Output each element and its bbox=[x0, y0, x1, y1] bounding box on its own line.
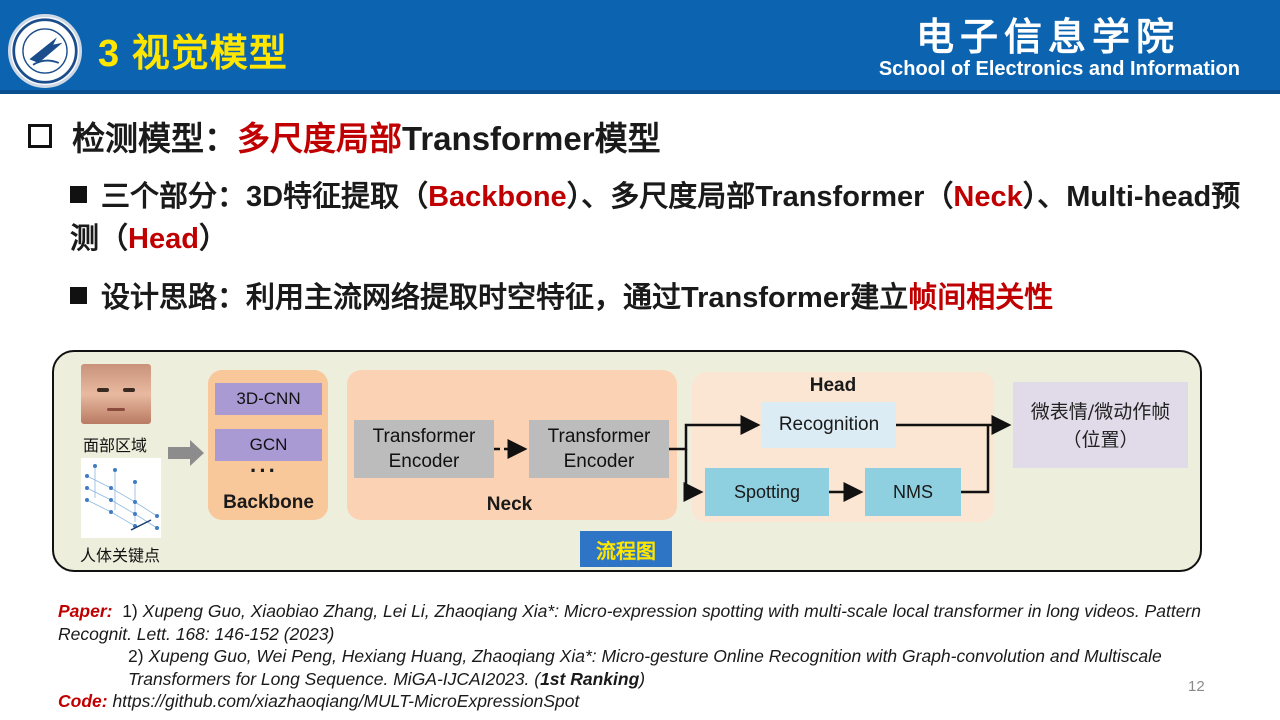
ref-number: 1) bbox=[122, 601, 138, 621]
face-eye bbox=[97, 388, 109, 392]
backbone-highlight: Backbone bbox=[428, 181, 567, 213]
backbone-label: Backbone bbox=[223, 492, 314, 513]
skeleton-label: 人体关键点 bbox=[80, 546, 161, 565]
bullet-text: 三个部分：3D特征提取（ bbox=[101, 181, 429, 213]
school-name-en: School of Electronics and Information bbox=[878, 58, 1240, 80]
references: Paper: 1) Xupeng Guo, Xiaobiao Zhang, Le… bbox=[58, 600, 1238, 713]
code-url: https://github.com/xiazhaoqiang/MULT-Mic… bbox=[112, 691, 580, 711]
header-bar bbox=[0, 0, 1280, 90]
bullet-text: ）、Multi-head预测（ bbox=[70, 181, 1241, 255]
3d-cnn-box: 3D-CNN bbox=[215, 383, 322, 415]
skeleton-keypoints-image bbox=[81, 458, 161, 538]
neck-highlight: Neck bbox=[953, 181, 1023, 213]
face-image bbox=[81, 364, 151, 424]
school-name-cn: 电子信息学院 bbox=[915, 14, 1180, 59]
code-reference: Code: https://github.com/xiazhaoqiang/MU… bbox=[58, 690, 1238, 713]
gray-arrow-icon bbox=[168, 440, 204, 466]
filled-square-bullet-icon bbox=[70, 186, 87, 203]
reference-2: 2) Xupeng Guo, Wei Peng, Hexiang Huang, … bbox=[58, 645, 1238, 690]
spotting-box: Spotting bbox=[705, 468, 829, 516]
bullet-text: 设计思路：利用主流网络提取时空特征，通过Transformer建立 bbox=[101, 282, 909, 314]
filled-square-bullet-icon bbox=[70, 287, 87, 304]
flowchart-label: 流程图 bbox=[580, 531, 672, 567]
ref-text: Xupeng Guo, Wei Peng, Hexiang Huang, Zha… bbox=[128, 646, 1162, 689]
ref-number: 2) bbox=[128, 646, 144, 666]
heading-prefix: 检测模型： bbox=[72, 120, 237, 157]
recognition-box: Recognition bbox=[762, 402, 896, 448]
reference-1: Paper: 1) Xupeng Guo, Xiaobiao Zhang, Le… bbox=[58, 600, 1238, 645]
paper-tag: Paper: bbox=[58, 601, 113, 621]
heading-highlight: 多尺度局部 bbox=[237, 120, 402, 157]
ref-text: Xupeng Guo, Xiaobiao Zhang, Lei Li, Zhao… bbox=[58, 601, 1201, 644]
ranking-text: 1st Ranking bbox=[540, 668, 640, 689]
nms-box: NMS bbox=[865, 468, 961, 516]
face-mouth bbox=[107, 408, 125, 411]
transformer-encoder-1: Transformer Encoder bbox=[354, 420, 494, 478]
transformer-encoder-2: Transformer Encoder bbox=[529, 420, 669, 478]
code-tag: Code: bbox=[58, 691, 108, 711]
ellipsis: ··· bbox=[250, 458, 278, 483]
frame-correlation-highlight: 帧间相关性 bbox=[908, 282, 1054, 314]
bullet-design-idea: 设计思路：利用主流网络提取时空特征，通过Transformer建立帧间相关性 bbox=[70, 277, 1250, 319]
gcn-box: GCN bbox=[215, 429, 322, 461]
page-number: 12 bbox=[1188, 678, 1205, 695]
face-region-label: 面部区域 bbox=[83, 436, 148, 455]
head-label: Head bbox=[809, 375, 857, 396]
neck-label: Neck bbox=[486, 494, 533, 515]
hollow-square-bullet-icon bbox=[28, 124, 52, 148]
heading-suffix: Transformer模型 bbox=[402, 120, 661, 157]
university-logo-icon bbox=[8, 14, 82, 88]
bullet-text: ）、多尺度局部Transformer（ bbox=[566, 181, 954, 213]
bullet-three-parts: 三个部分：3D特征提取（Backbone）、多尺度局部Transformer（N… bbox=[70, 176, 1250, 260]
output-box: 微表情/微动作帧（位置） bbox=[1013, 382, 1188, 468]
bullet-text: ） bbox=[198, 223, 228, 255]
head-highlight: Head bbox=[128, 223, 199, 255]
ref-text: ) bbox=[639, 668, 646, 689]
page-title: 3 视觉模型 bbox=[98, 33, 288, 75]
face-eye bbox=[123, 388, 135, 392]
header-divider bbox=[0, 90, 1280, 94]
